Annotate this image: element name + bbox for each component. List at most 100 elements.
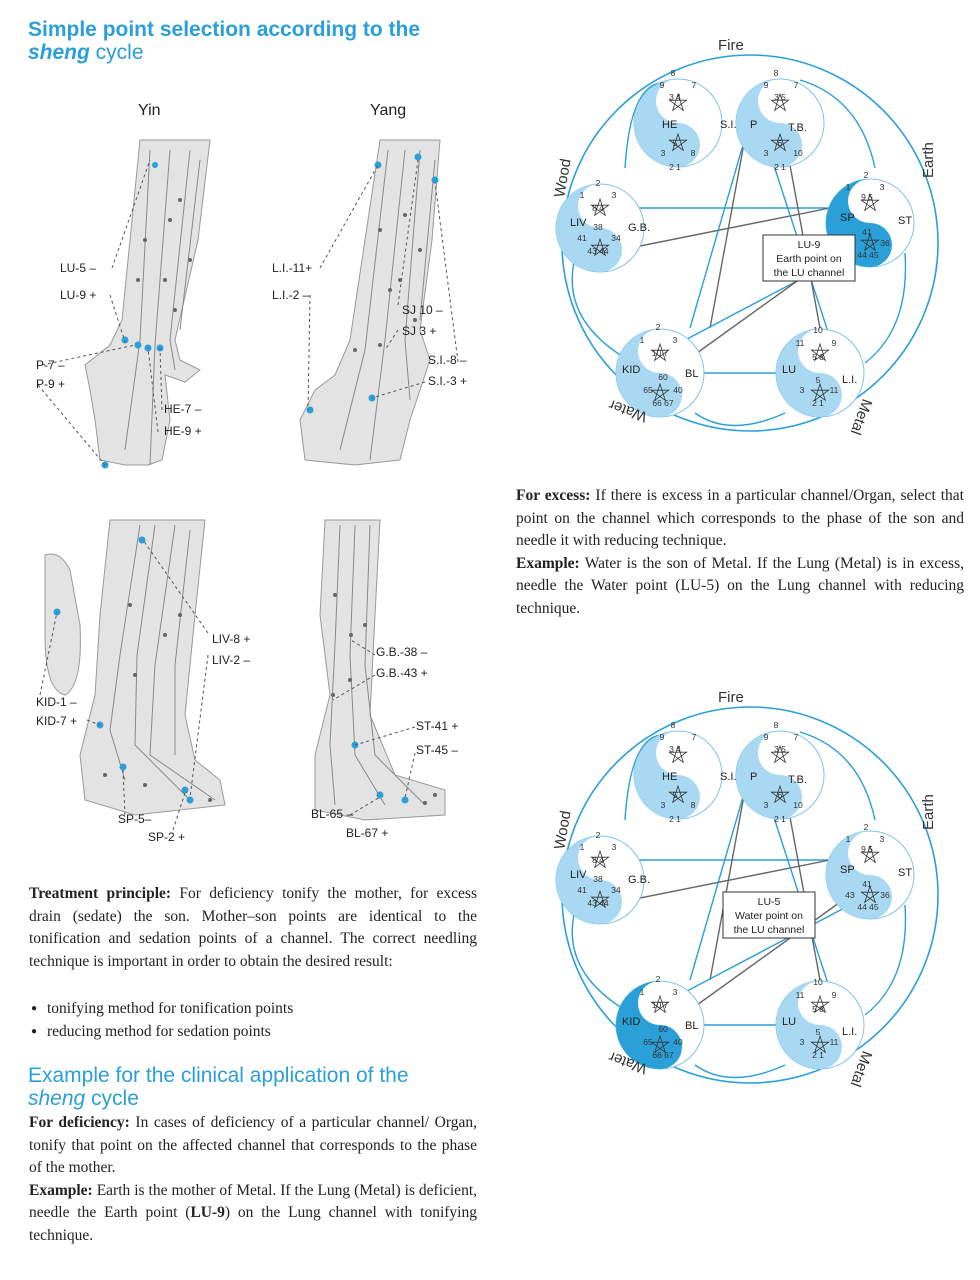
phase-fire: Fire [718,37,744,54]
deficiency-paragraph: For deficiency: In cases of deficiency o… [29,1114,478,1244]
organ-st: ST [898,867,912,879]
point-number: 2 [596,830,601,840]
phase-earth: Earth [920,794,937,830]
point-number: 3 4 [669,744,681,754]
leg-yin-illustration [39,519,226,831]
phase-wood: Wood [551,157,575,198]
point-number: 3 [612,190,617,200]
label-bl67: BL-67 + [346,826,389,840]
point-number: 36 [880,238,890,248]
clinical-heading: Example for the clinical application of … [28,1064,409,1110]
point-number: 8 4 [592,203,604,213]
node-p-tb [735,730,825,820]
point-number: 5 [816,375,821,385]
point-number: 41 [577,233,587,243]
phase-wood: Wood [551,809,575,850]
point-number: 8 4 [592,855,604,865]
earth-to-metal-arrow [864,904,907,1016]
point-number: 9 [832,338,837,348]
point-number: 5 8 [812,352,824,362]
point-number: 40 [673,385,683,395]
point-number: 8 [691,800,696,810]
point-number: 5 [816,1027,821,1037]
metal-to-water-arrow [694,412,786,427]
label-sp2: SP-2 + [148,830,186,844]
point-number: 3 [661,148,666,158]
fire-to-earth-arrow [799,79,876,169]
ko-cycle-line [669,904,851,1001]
label-li11: L.I.-11+ [272,261,313,275]
point-number: 2 1 [812,398,824,408]
point-number: 9 5 [861,192,873,202]
point-number: 10 [813,977,823,987]
point-number: 44 45 [857,250,879,260]
label-st41: ST-41 + [416,719,459,733]
point-number: 7 [794,80,799,90]
organ-bl: BL [685,368,698,380]
phase-earth: Earth [920,142,937,178]
point-info-line-1: Water point on [735,910,803,922]
arm-yang-illustration [299,139,459,466]
label-st45: ST-45 – [416,743,459,757]
ko-cycle-line [784,137,821,329]
label-liv2: LIV-2 – [212,653,251,667]
point-number: 2 [596,178,601,188]
point-number: 7 [692,80,697,90]
point-number: 1 [640,335,645,345]
point-number: 11 [830,385,839,395]
point-number: 65 [643,1037,653,1047]
point-number: 2 [864,822,869,832]
organ-li: L.I. [842,1026,857,1038]
point-number: 1 [580,190,585,200]
point-number: 6 [778,138,783,148]
organ-liv: LIV [570,217,587,229]
point-number: 3 4 [669,92,681,102]
point-number: 43 44 [587,898,609,908]
node-kid-bl [615,980,705,1070]
label-liv8: LIV-8 + [212,632,251,646]
leg-yang-illustration [314,519,446,821]
label-lu5: LU-5 – [60,261,97,275]
point-info-line-1: Earth point on [776,253,842,265]
point-number: 38 [593,874,603,884]
organ-he: HE [662,119,677,131]
organ-li: L.I. [842,374,857,386]
arm-yin-illustration [37,139,211,469]
point-number: 36 [880,890,890,900]
node-liv-gb [555,183,645,273]
point-number: 2 [656,974,661,984]
label-kid1: KID-1 – [36,695,77,709]
point-number: 2 [656,322,661,332]
point-number: 8 [774,68,779,78]
organ-p: P [750,771,757,783]
point-number: 66 67 [652,398,674,408]
organ-tb: T.B. [788,122,807,134]
point-number: 10 [793,148,803,158]
organ-si: S.I. [720,119,737,131]
water-to-wood-arrow [571,257,626,359]
point-number: 2 1 [774,162,786,172]
organ-sp: SP [840,212,855,224]
title-line1: Simple point selection according to the [28,18,421,41]
organ-lu: LU [782,364,796,376]
organ-kid: KID [622,1016,640,1028]
ko-cycle-line [709,789,746,981]
point-number: 11 [830,1037,839,1047]
point-number: 3 [800,385,805,395]
label-sp5: SP-5– [118,812,152,826]
organ-lu: LU [782,1016,796,1028]
organ-kid: KID [622,364,640,376]
point-number: 10 [813,325,823,335]
metal-to-water-arrow [694,1064,786,1079]
ko-cycle-line [689,789,746,981]
water-to-wood-arrow [571,909,626,1011]
point-number: 9 [660,80,665,90]
point-number: 10 7 [652,348,669,358]
point-info-line-0: LU-5 [758,896,781,908]
bullet-tonifying: tonifying method for tonification points [29,998,477,1021]
point-number: 2 1 [669,814,681,824]
point-number: 1 [846,834,851,844]
organ-gb: G.B. [628,874,650,886]
